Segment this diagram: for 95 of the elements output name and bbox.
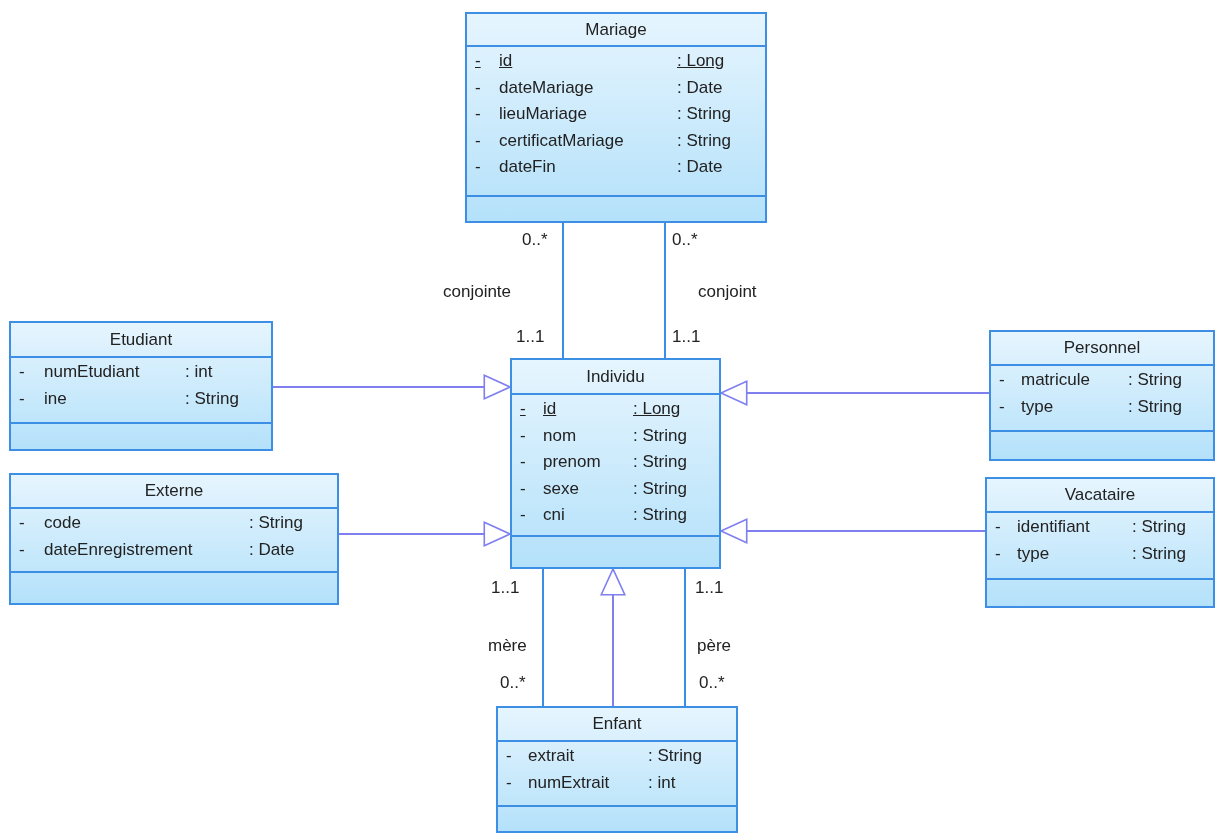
attribute-type: : String — [633, 478, 687, 499]
role-label: mère — [488, 636, 527, 656]
attribute-name: id — [543, 399, 557, 419]
attribute-type: : Long — [677, 51, 725, 71]
multiplicity-label: 1..1 — [695, 578, 724, 598]
multiplicity-label: 0..* — [522, 230, 548, 250]
arrow — [272, 374, 511, 400]
arrow — [338, 521, 511, 547]
connector-line — [542, 568, 544, 707]
attribute-type: : String — [677, 130, 731, 151]
connector-line — [684, 568, 686, 707]
class-name: Individu — [586, 366, 645, 387]
class-box — [465, 12, 767, 223]
attribute-type: : String — [1132, 543, 1186, 564]
arrow — [720, 518, 986, 544]
attribute-name: code — [44, 513, 81, 533]
attribute-type: : Date — [249, 539, 295, 560]
multiplicity-label: 1..1 — [516, 327, 545, 347]
class-box — [9, 473, 339, 605]
visibility-marker: - — [506, 772, 512, 793]
attribute-name: ine — [44, 388, 67, 409]
arrow — [600, 568, 626, 707]
visibility-marker: - — [999, 396, 1005, 417]
visibility-marker: - — [506, 746, 512, 766]
arrow — [720, 380, 990, 406]
visibility-marker: - — [475, 104, 481, 124]
multiplicity-label: 1..1 — [491, 578, 520, 598]
visibility-marker: - — [19, 388, 25, 409]
class-name: Mariage — [585, 19, 647, 40]
visibility-marker: - — [999, 370, 1005, 390]
attribute-name: prenom — [543, 452, 601, 472]
class-name: Personnel — [1063, 338, 1141, 358]
visibility-marker: - — [520, 425, 526, 446]
attribute-type: : Date — [677, 157, 723, 177]
attribute-name: numExtrait — [528, 772, 610, 793]
class-name: Enfant — [592, 714, 642, 734]
attribute-type: : String — [1128, 396, 1182, 417]
visibility-marker: - — [19, 362, 25, 382]
visibility-marker: - — [19, 539, 25, 560]
attribute-type: : String — [633, 505, 687, 525]
attribute-name: cni — [543, 505, 565, 525]
multiplicity-label: 0..* — [672, 230, 698, 250]
visibility-marker: - — [995, 543, 1001, 564]
attribute-name: type — [1021, 396, 1054, 417]
visibility-marker: - — [475, 51, 481, 71]
attribute-name: lieuMariage — [499, 104, 587, 124]
class-name: Etudiant — [109, 329, 173, 350]
attribute-name: dateEnregistrement — [44, 539, 193, 560]
visibility-marker: - — [475, 157, 481, 177]
attribute-type: : Long — [633, 399, 681, 419]
attribute-name: id — [499, 51, 513, 71]
class-name: Externe — [144, 481, 204, 501]
visibility-marker: - — [475, 130, 481, 151]
attribute-type: : String — [1128, 370, 1182, 390]
class-name: Vacataire — [1064, 485, 1136, 505]
attribute-name: certificatMariage — [499, 130, 624, 151]
class-box — [510, 358, 721, 569]
attribute-name: identifiant — [1017, 517, 1090, 537]
class-box — [9, 321, 273, 451]
attribute-type: : String — [249, 513, 303, 533]
attribute-name: nom — [543, 425, 577, 446]
attribute-type: : String — [633, 425, 687, 446]
multiplicity-label: 1..1 — [672, 327, 701, 347]
attribute-name: matricule — [1021, 370, 1090, 390]
multiplicity-label: 0..* — [699, 673, 725, 693]
attribute-type: : int — [648, 772, 676, 793]
visibility-marker: - — [520, 399, 526, 419]
visibility-marker: - — [520, 505, 526, 525]
attribute-type: : String — [648, 746, 702, 766]
attribute-name: dateFin — [499, 157, 556, 177]
attribute-type: : String — [633, 452, 687, 472]
visibility-marker: - — [520, 452, 526, 472]
attribute-type: : String — [1132, 517, 1186, 537]
class-box — [496, 706, 738, 833]
visibility-marker: - — [475, 77, 481, 98]
role-label: conjointe — [443, 282, 512, 302]
attribute-type: : String — [185, 388, 239, 409]
role-label: conjoint — [698, 282, 757, 302]
class-box — [989, 330, 1215, 461]
attribute-type: : Date — [677, 77, 723, 98]
attribute-name: sexe — [543, 478, 579, 499]
attribute-name: type — [1017, 543, 1050, 564]
visibility-marker: - — [995, 517, 1001, 537]
attribute-name: extrait — [528, 746, 575, 766]
multiplicity-label: 0..* — [500, 673, 526, 693]
attribute-name: numEtudiant — [44, 362, 140, 382]
visibility-marker: - — [520, 478, 526, 499]
role-label: père — [697, 636, 732, 656]
attribute-type: : int — [185, 362, 213, 382]
class-box — [985, 477, 1215, 608]
attribute-name: dateMariage — [499, 77, 594, 98]
connector-line — [562, 222, 564, 359]
connector-line — [664, 222, 666, 359]
visibility-marker: - — [19, 513, 25, 533]
attribute-type: : String — [677, 104, 731, 124]
